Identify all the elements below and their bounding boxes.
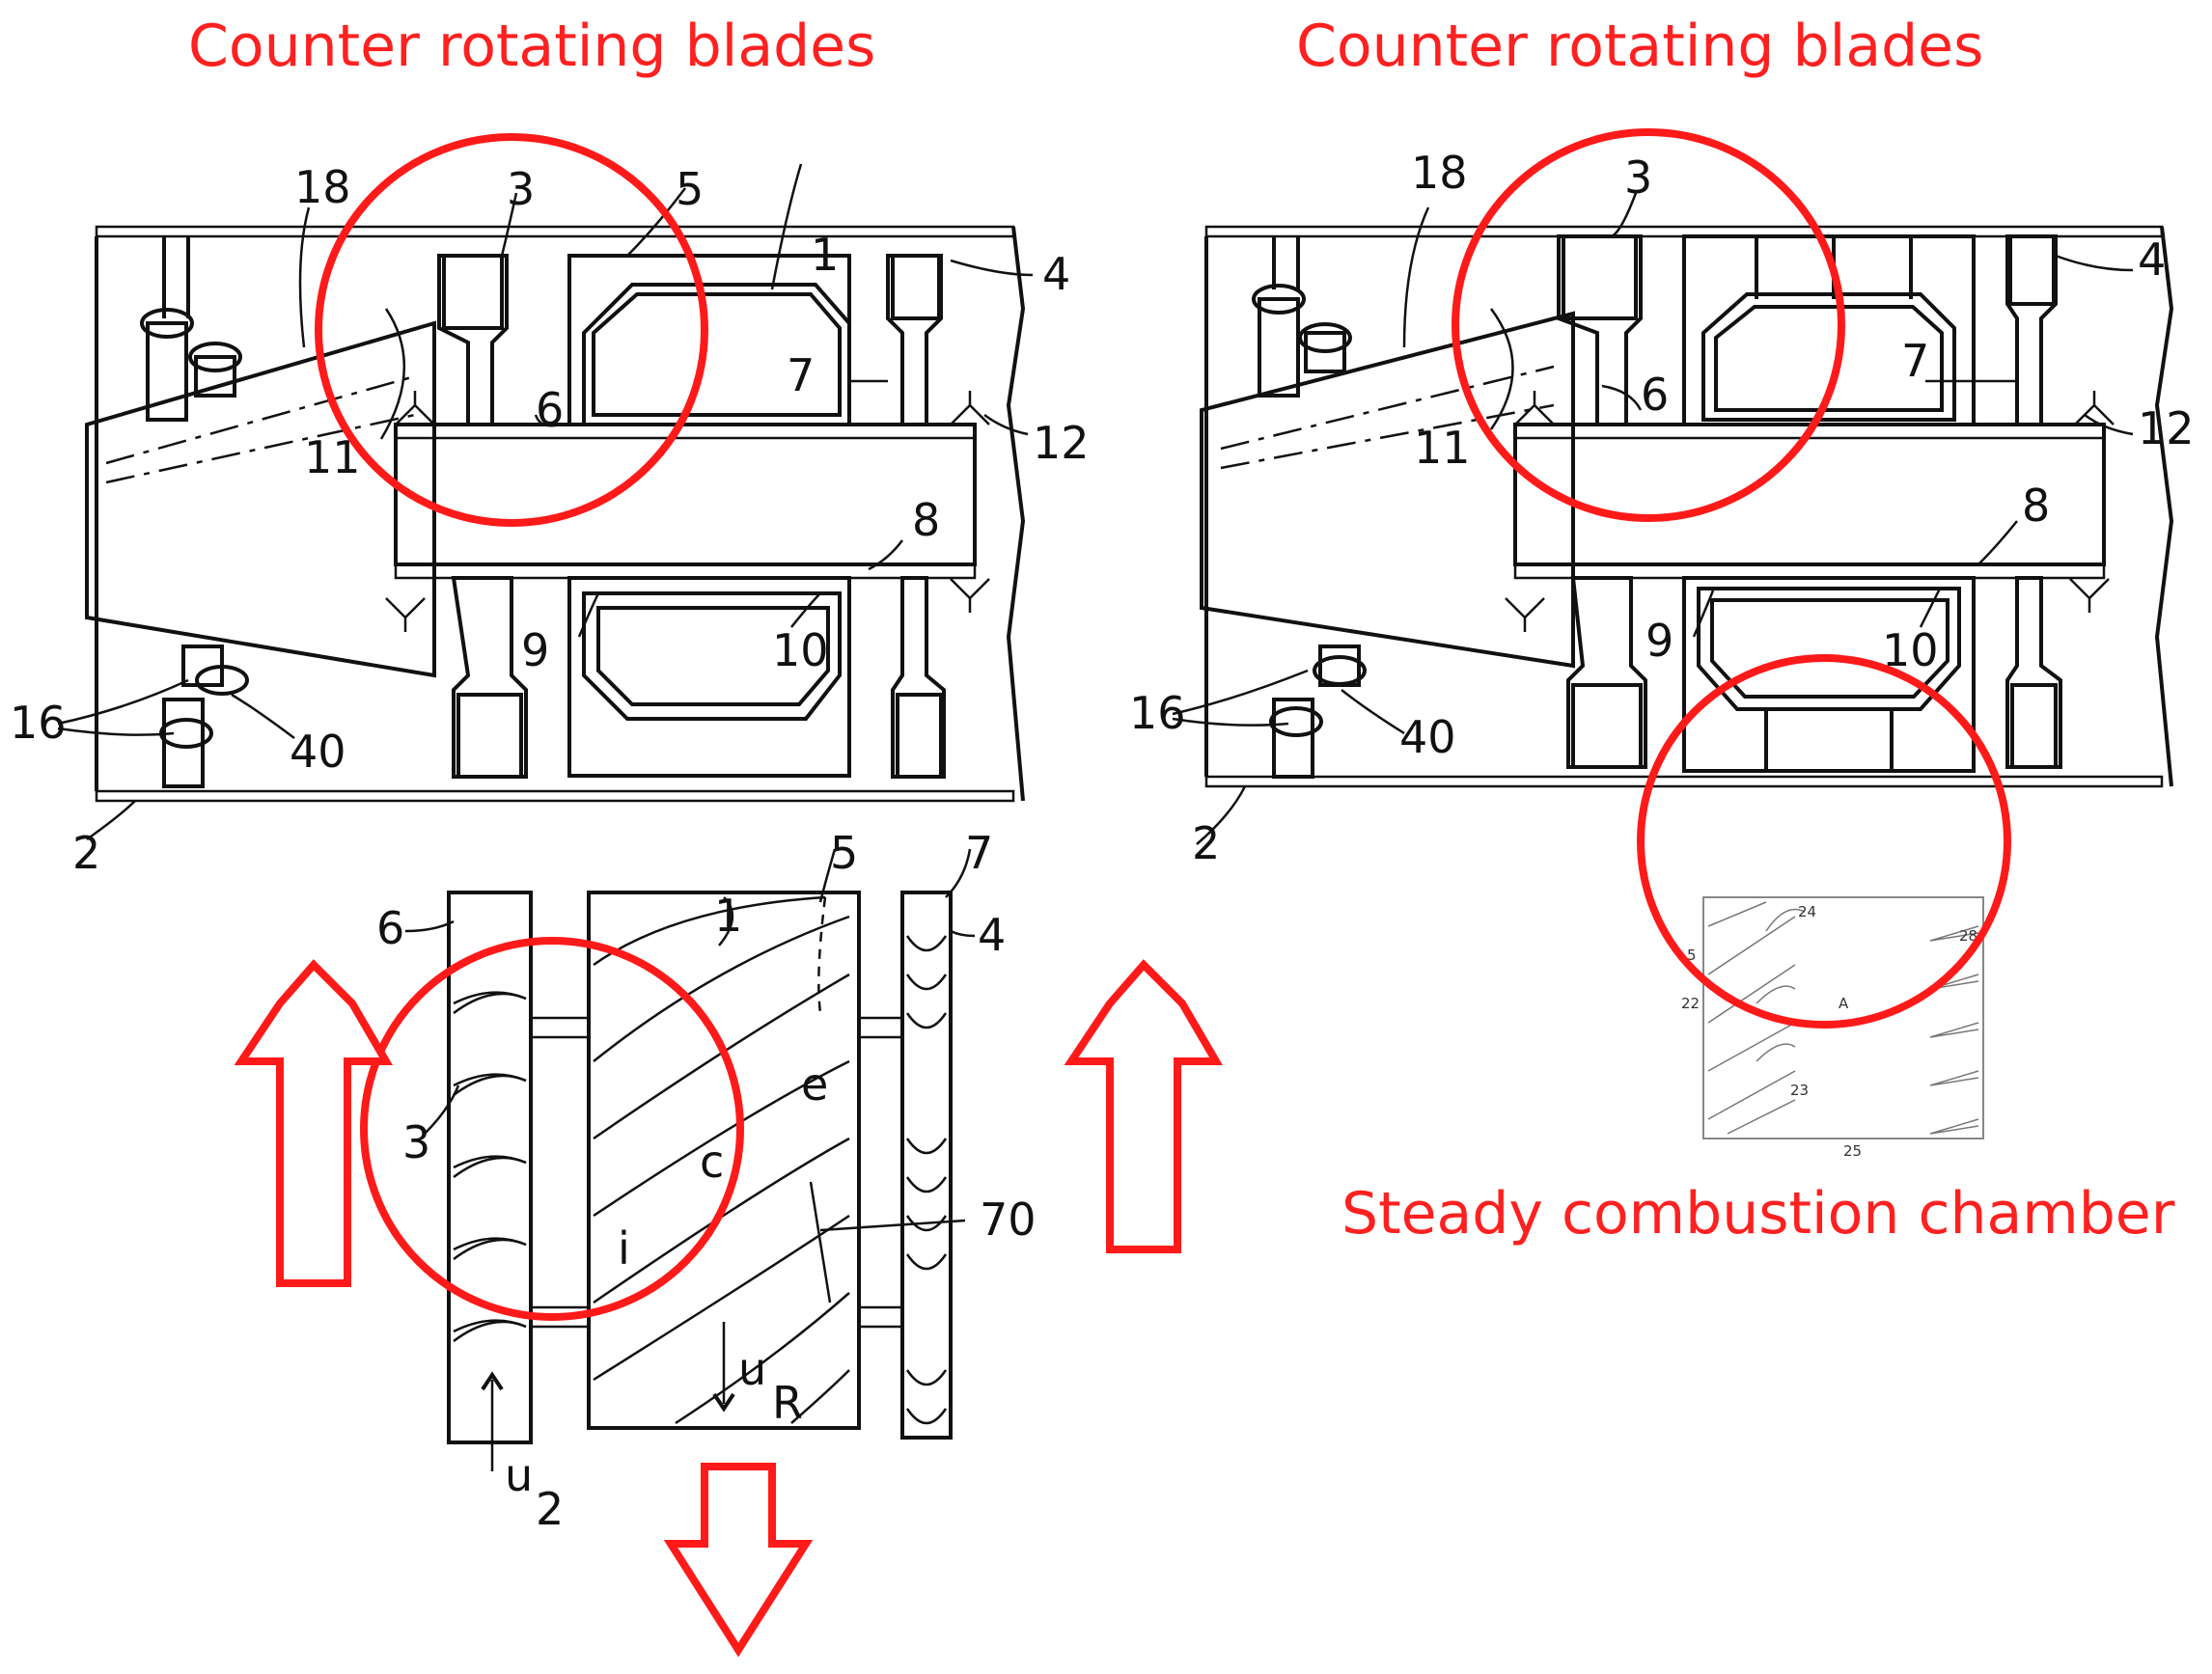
right-label-9: 9 — [1645, 615, 1673, 667]
right-blades-circle — [1452, 128, 1845, 522]
inset-label-22: 22 — [1681, 995, 1700, 1012]
dev-label-u2-sub: 2 — [536, 1483, 564, 1535]
right-bearings — [1505, 391, 2115, 632]
left-label-2: 2 — [72, 827, 100, 879]
inset-label-5: 5 — [1687, 947, 1697, 964]
right-rotor-7 — [2005, 234, 2062, 769]
left-label-18: 18 — [294, 161, 351, 213]
left-rotor-7 — [886, 254, 946, 779]
dev-label-e: e — [801, 1058, 828, 1111]
right-label-18: 18 — [1411, 147, 1468, 199]
dev-label-6: 6 — [376, 902, 404, 954]
dev-label-uR-sub: R — [772, 1377, 803, 1429]
left-blades-circle — [315, 133, 708, 527]
right-label-40: 40 — [1399, 711, 1456, 763]
dev-label-u2: u — [505, 1449, 533, 1501]
blade-development-view: 6 3 1 5 7 4 c e i 70 u R u 2 — [376, 827, 1037, 1535]
left-label-7: 7 — [787, 349, 815, 401]
right-label-6: 6 — [1641, 369, 1669, 421]
chamber-circle — [1637, 654, 2011, 1029]
left-bearings — [385, 391, 990, 632]
left-casing-bottom — [95, 789, 1015, 803]
combustion-chamber-inset: A 22 23 24 25 28 5 — [1681, 896, 1984, 1160]
left-housing-lower — [567, 576, 851, 778]
dev-label-uR: u — [738, 1343, 766, 1395]
left-label-10: 10 — [772, 624, 829, 676]
right-housing — [1682, 234, 1976, 773]
left-rotor-6 — [437, 254, 528, 779]
right-label-2: 2 — [1192, 817, 1220, 869]
combustion-housing-developed — [587, 891, 861, 1430]
dev-label-4: 4 — [978, 909, 1006, 961]
left-label-6: 6 — [536, 383, 564, 435]
dev-label-5: 5 — [830, 827, 858, 879]
up-arrow-right — [1064, 959, 1223, 1253]
down-arrow — [663, 1463, 814, 1658]
right-leaders — [1172, 192, 2134, 845]
left-title: Counter rotating blades — [188, 13, 876, 80]
dev-label-i: i — [618, 1222, 630, 1275]
left-label-8: 8 — [912, 494, 940, 546]
inset-label-23: 23 — [1790, 1082, 1809, 1099]
right-shaft — [1513, 423, 2106, 566]
left-label-9: 9 — [521, 624, 549, 676]
left-casing-top — [95, 225, 1015, 238]
left-inlet-duct — [85, 320, 436, 678]
inset-label-24: 24 — [1798, 903, 1816, 920]
left-label-1: 1 — [811, 229, 839, 281]
right-label-7: 7 — [1901, 335, 1929, 387]
dev-label-1: 1 — [714, 890, 742, 942]
blade-row-6 — [447, 891, 533, 1444]
combustion-chamber-caption: Steady combustion chamber — [1341, 1180, 2175, 1248]
up-arrow-left — [234, 959, 393, 1287]
right-label-4: 4 — [2138, 233, 2166, 286]
inset-label-25: 25 — [1843, 1142, 1862, 1160]
dev-label-70: 70 — [980, 1194, 1037, 1246]
dev-label-c: c — [700, 1136, 724, 1188]
inset-label-a: A — [1839, 995, 1849, 1012]
dev-label-3: 3 — [402, 1116, 430, 1168]
right-inlet-duct — [1200, 311, 1575, 669]
right-label-11: 11 — [1414, 422, 1471, 474]
left-label-40: 40 — [290, 726, 346, 778]
right-title: Counter rotating blades — [1296, 13, 1984, 80]
right-label-8: 8 — [2022, 480, 2050, 532]
red-annotations — [234, 128, 2011, 1658]
right-rotor-6 — [1557, 234, 1647, 769]
right-cross-section: 18 3 4 6 7 11 12 8 9 10 16 40 2 — [1129, 147, 2195, 869]
left-leaders — [57, 163, 1034, 841]
right-label-12: 12 — [2138, 402, 2195, 454]
blade-row-7 — [900, 891, 953, 1440]
right-pipes — [1252, 236, 1367, 779]
dev-label-7: 7 — [965, 827, 993, 879]
left-label-5: 5 — [676, 163, 704, 215]
left-label-3: 3 — [507, 163, 535, 215]
left-pipes — [140, 236, 249, 788]
right-casing-bottom — [1204, 775, 2164, 788]
dev-leaders — [404, 848, 976, 1471]
left-label-16: 16 — [10, 697, 67, 749]
left-label-4: 4 — [1042, 248, 1070, 300]
right-label-16: 16 — [1129, 687, 1186, 739]
right-label-3: 3 — [1624, 151, 1652, 204]
left-shaft — [394, 423, 977, 566]
development-circle — [360, 937, 744, 1321]
left-label-12: 12 — [1033, 417, 1090, 469]
inset-label-28: 28 — [1959, 927, 1977, 945]
